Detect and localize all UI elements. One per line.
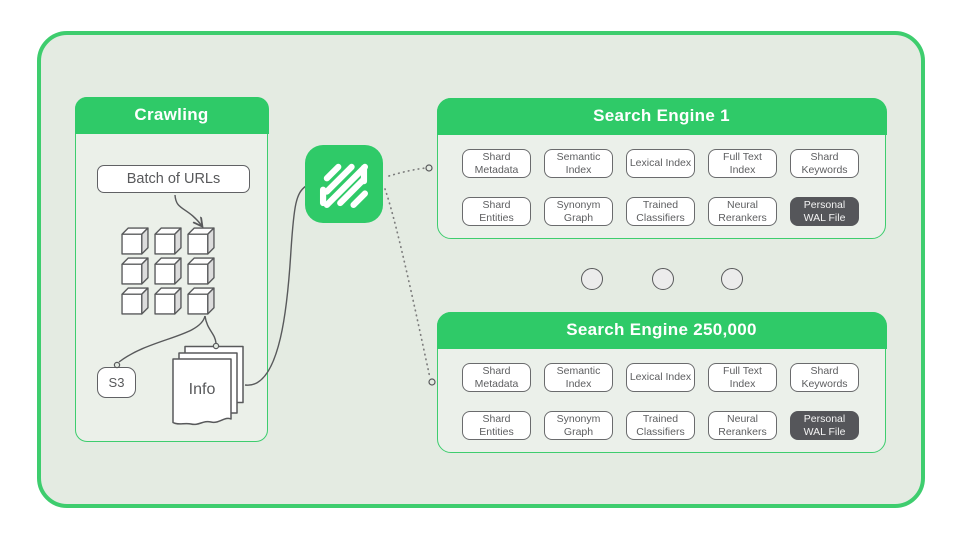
chip-semantic-index: Semantic Index [544,149,613,178]
search-engine-1-panel: Search Engine 1 Shard Metadata Semantic … [436,97,887,239]
chip-shard-entities: Shard Entities [462,197,531,226]
search-engine-1-title: Search Engine 1 [593,106,730,125]
chip-personal-wal-file: Personal WAL File [790,197,859,226]
chip-shard-keywords: Shard Keywords [790,363,859,392]
cube-icon [121,227,149,255]
cube-icon [154,257,182,285]
crawling-title: Crawling [134,105,209,124]
chip-trained-classifiers: Trained Classifiers [626,411,695,440]
cube-icon [121,257,149,285]
chip-full-text-index: Full Text Index [708,363,777,392]
crawling-panel: Crawling Batch of URLs S3 Info [74,96,269,442]
s3-box: S3 [97,367,136,398]
chip-personal-wal-file: Personal WAL File [790,411,859,440]
cube-icon [154,227,182,255]
search-engine-250000-components: Shard Metadata Semantic Index Lexical In… [462,363,859,440]
search-engine-1-components: Shard Metadata Semantic Index Lexical In… [462,149,859,226]
document-stack-icon [172,345,244,426]
crawling-panel-header: Crawling [74,96,269,134]
chip-shard-entities: Shard Entities [462,411,531,440]
info-label: Info [188,381,216,398]
chip-lexical-index: Lexical Index [626,149,695,178]
chip-neural-rerankers: Neural Rerankers [708,411,777,440]
search-engine-250000-title: Search Engine 250,000 [566,320,757,339]
batch-of-urls-box: Batch of URLs [97,165,250,193]
s3-label: S3 [108,375,125,390]
batch-of-urls-label: Batch of URLs [126,171,221,187]
chip-neural-rerankers: Neural Rerankers [708,197,777,226]
chip-shard-metadata: Shard Metadata [462,149,531,178]
diagonal-stripes-logo-icon [305,145,383,223]
chip-synonym-graph: Synonym Graph [544,411,613,440]
search-engine-1-header: Search Engine 1 [436,97,887,135]
chip-semantic-index: Semantic Index [544,363,613,392]
cube-icon [187,287,215,315]
chip-synonym-graph: Synonym Graph [544,197,613,226]
cube-grid [121,227,220,317]
cube-icon [154,287,182,315]
ellipsis-circle [721,268,743,290]
chip-trained-classifiers: Trained Classifiers [626,197,695,226]
ellipsis-circle [581,268,603,290]
cube-icon [121,287,149,315]
chip-shard-keywords: Shard Keywords [790,149,859,178]
chip-shard-metadata: Shard Metadata [462,363,531,392]
ellipsis-circle [652,268,674,290]
search-engine-250000-header: Search Engine 250,000 [436,311,887,349]
chip-full-text-index: Full Text Index [708,149,777,178]
search-engine-250000-panel: Search Engine 250,000 Shard Metadata Sem… [436,311,887,453]
cube-icon [187,227,215,255]
cube-icon [187,257,215,285]
chip-lexical-index: Lexical Index [626,363,695,392]
